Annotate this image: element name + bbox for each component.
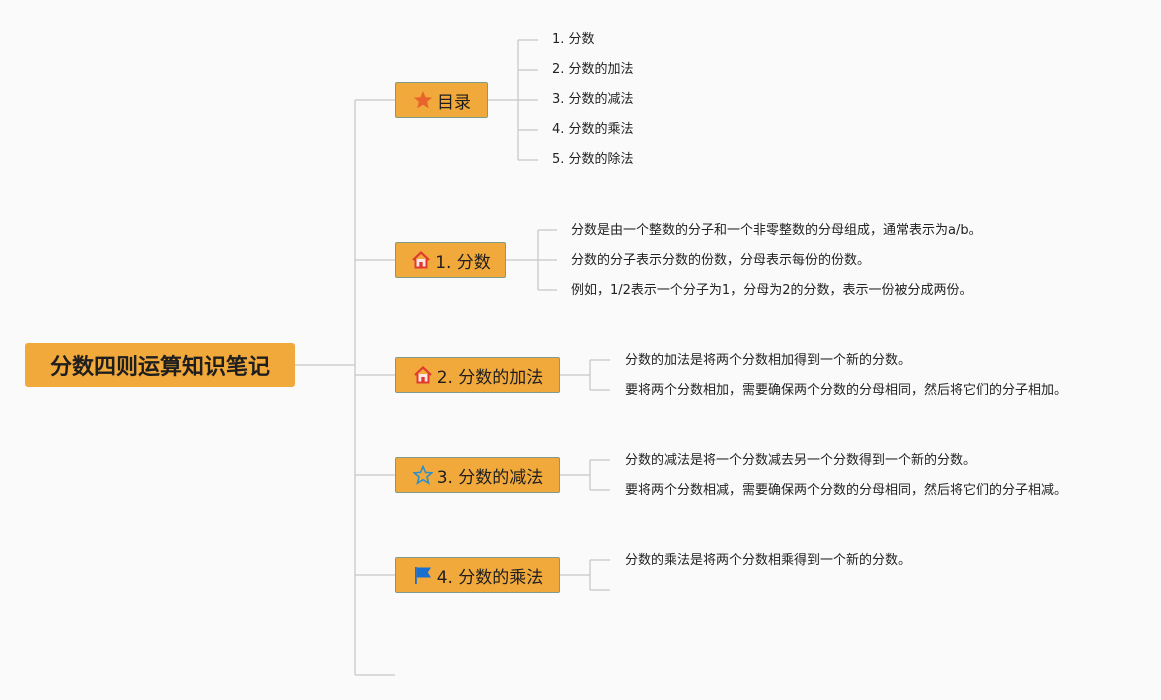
branch-label: 目录 — [437, 92, 471, 113]
branch-label: 4. 分数的乘法 — [436, 567, 544, 588]
star-icon — [412, 89, 434, 111]
toc-item[interactable]: 2. 分数的加法 — [552, 62, 634, 77]
toc-item[interactable]: 1. 分数 — [552, 32, 595, 47]
toc-item[interactable]: 4. 分数的乘法 — [552, 122, 634, 137]
branch-subtraction[interactable]: 3. 分数的减法 — [395, 457, 560, 493]
house-icon — [410, 249, 432, 271]
note-text[interactable]: 分数的乘法是将两个分数相乘得到一个新的分数。 — [625, 553, 912, 568]
branch-toc[interactable]: 目录 — [395, 82, 488, 118]
branch-label: 3. 分数的减法 — [436, 467, 544, 488]
star-outline-icon — [412, 464, 434, 486]
toc-item[interactable]: 5. 分数的除法 — [552, 152, 634, 167]
note-text[interactable]: 分数的加法是将两个分数相加得到一个新的分数。 — [625, 353, 912, 368]
root-topic[interactable]: 分数四则运算知识笔记 — [25, 343, 295, 387]
note-text[interactable]: 分数的分子表示分数的份数，分母表示每份的份数。 — [571, 253, 871, 268]
house-icon — [412, 364, 434, 386]
flag-icon — [412, 564, 434, 586]
toc-item[interactable]: 3. 分数的减法 — [552, 92, 634, 107]
note-text[interactable]: 要将两个分数相加，需要确保两个分数的分母相同，然后将它们的分子相加。 — [625, 383, 1068, 398]
branch-addition[interactable]: 2. 分数的加法 — [395, 357, 560, 393]
branch-label: 2. 分数的加法 — [436, 367, 544, 388]
branch-multiplication[interactable]: 4. 分数的乘法 — [395, 557, 560, 593]
note-text[interactable]: 分数的减法是将一个分数减去另一个分数得到一个新的分数。 — [625, 453, 977, 468]
note-text[interactable]: 要将两个分数相减，需要确保两个分数的分母相同，然后将它们的分子相减。 — [625, 483, 1068, 498]
note-text[interactable]: 分数是由一个整数的分子和一个非零整数的分母组成，通常表示为a/b。 — [571, 223, 982, 238]
note-text[interactable]: 例如，1/2表示一个分子为1，分母为2的分数，表示一份被分成两份。 — [571, 283, 973, 298]
branch-fraction[interactable]: 1. 分数 — [395, 242, 506, 278]
branch-label: 1. 分数 — [435, 252, 491, 273]
